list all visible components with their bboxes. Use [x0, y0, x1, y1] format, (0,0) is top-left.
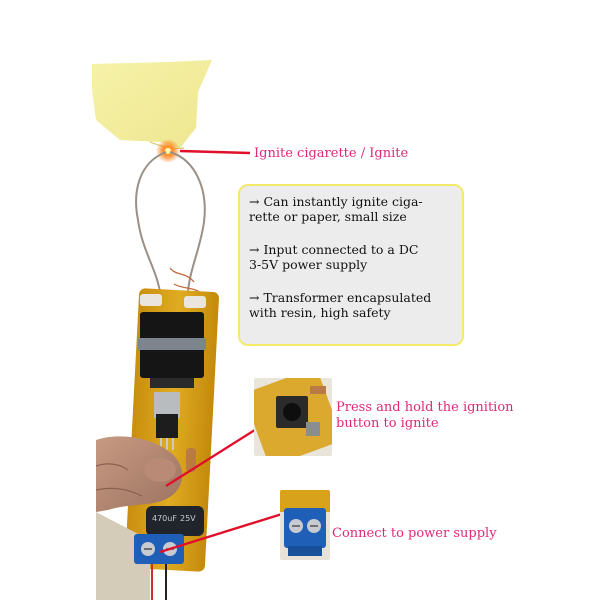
feature-line: → Input connected to a DC: [249, 242, 419, 257]
inset-push-button: [254, 378, 332, 456]
mosfet: [154, 392, 180, 450]
pointer-button: [165, 426, 259, 488]
feature-line: → Transformer encapsulated: [249, 290, 432, 305]
feature-item: → Transformer encapsulated with resin, h…: [249, 290, 454, 320]
pointer-power: [159, 512, 283, 554]
capacitor: 470uF 25V: [146, 506, 204, 536]
callout-button-line: Press and hold the ignition: [336, 400, 514, 415]
feature-line: with resin, high safety: [249, 305, 391, 320]
inset-power-terminal: [280, 490, 330, 560]
hand: [95, 436, 183, 600]
paper-sheet: [92, 60, 212, 149]
callout-ignite: Ignite cigarette / Ignite: [254, 146, 409, 161]
capacitor-value: 470uF: [152, 514, 177, 523]
callout-power: Connect to power supply: [332, 526, 497, 541]
callout-button: Press and hold the ignition button to ig…: [336, 400, 514, 432]
feature-line: 3-5V power supply: [249, 257, 368, 272]
feature-item: → Input connected to a DC 3-5V power sup…: [249, 242, 454, 272]
feature-box: → Can instantly ignite ciga- rette or pa…: [238, 184, 464, 346]
callout-button-line: button to ignite: [336, 416, 439, 431]
capacitor-voltage: 25V: [180, 514, 196, 523]
feature-item: → Can instantly ignite ciga- rette or pa…: [249, 194, 454, 224]
transformer: [138, 312, 206, 388]
feature-line: rette or paper, small size: [249, 209, 407, 224]
feature-line: → Can instantly ignite ciga-: [249, 194, 423, 209]
pointer-ignite: [179, 149, 251, 155]
heating-coil-icon: [135, 139, 206, 297]
resistor: [186, 448, 196, 472]
